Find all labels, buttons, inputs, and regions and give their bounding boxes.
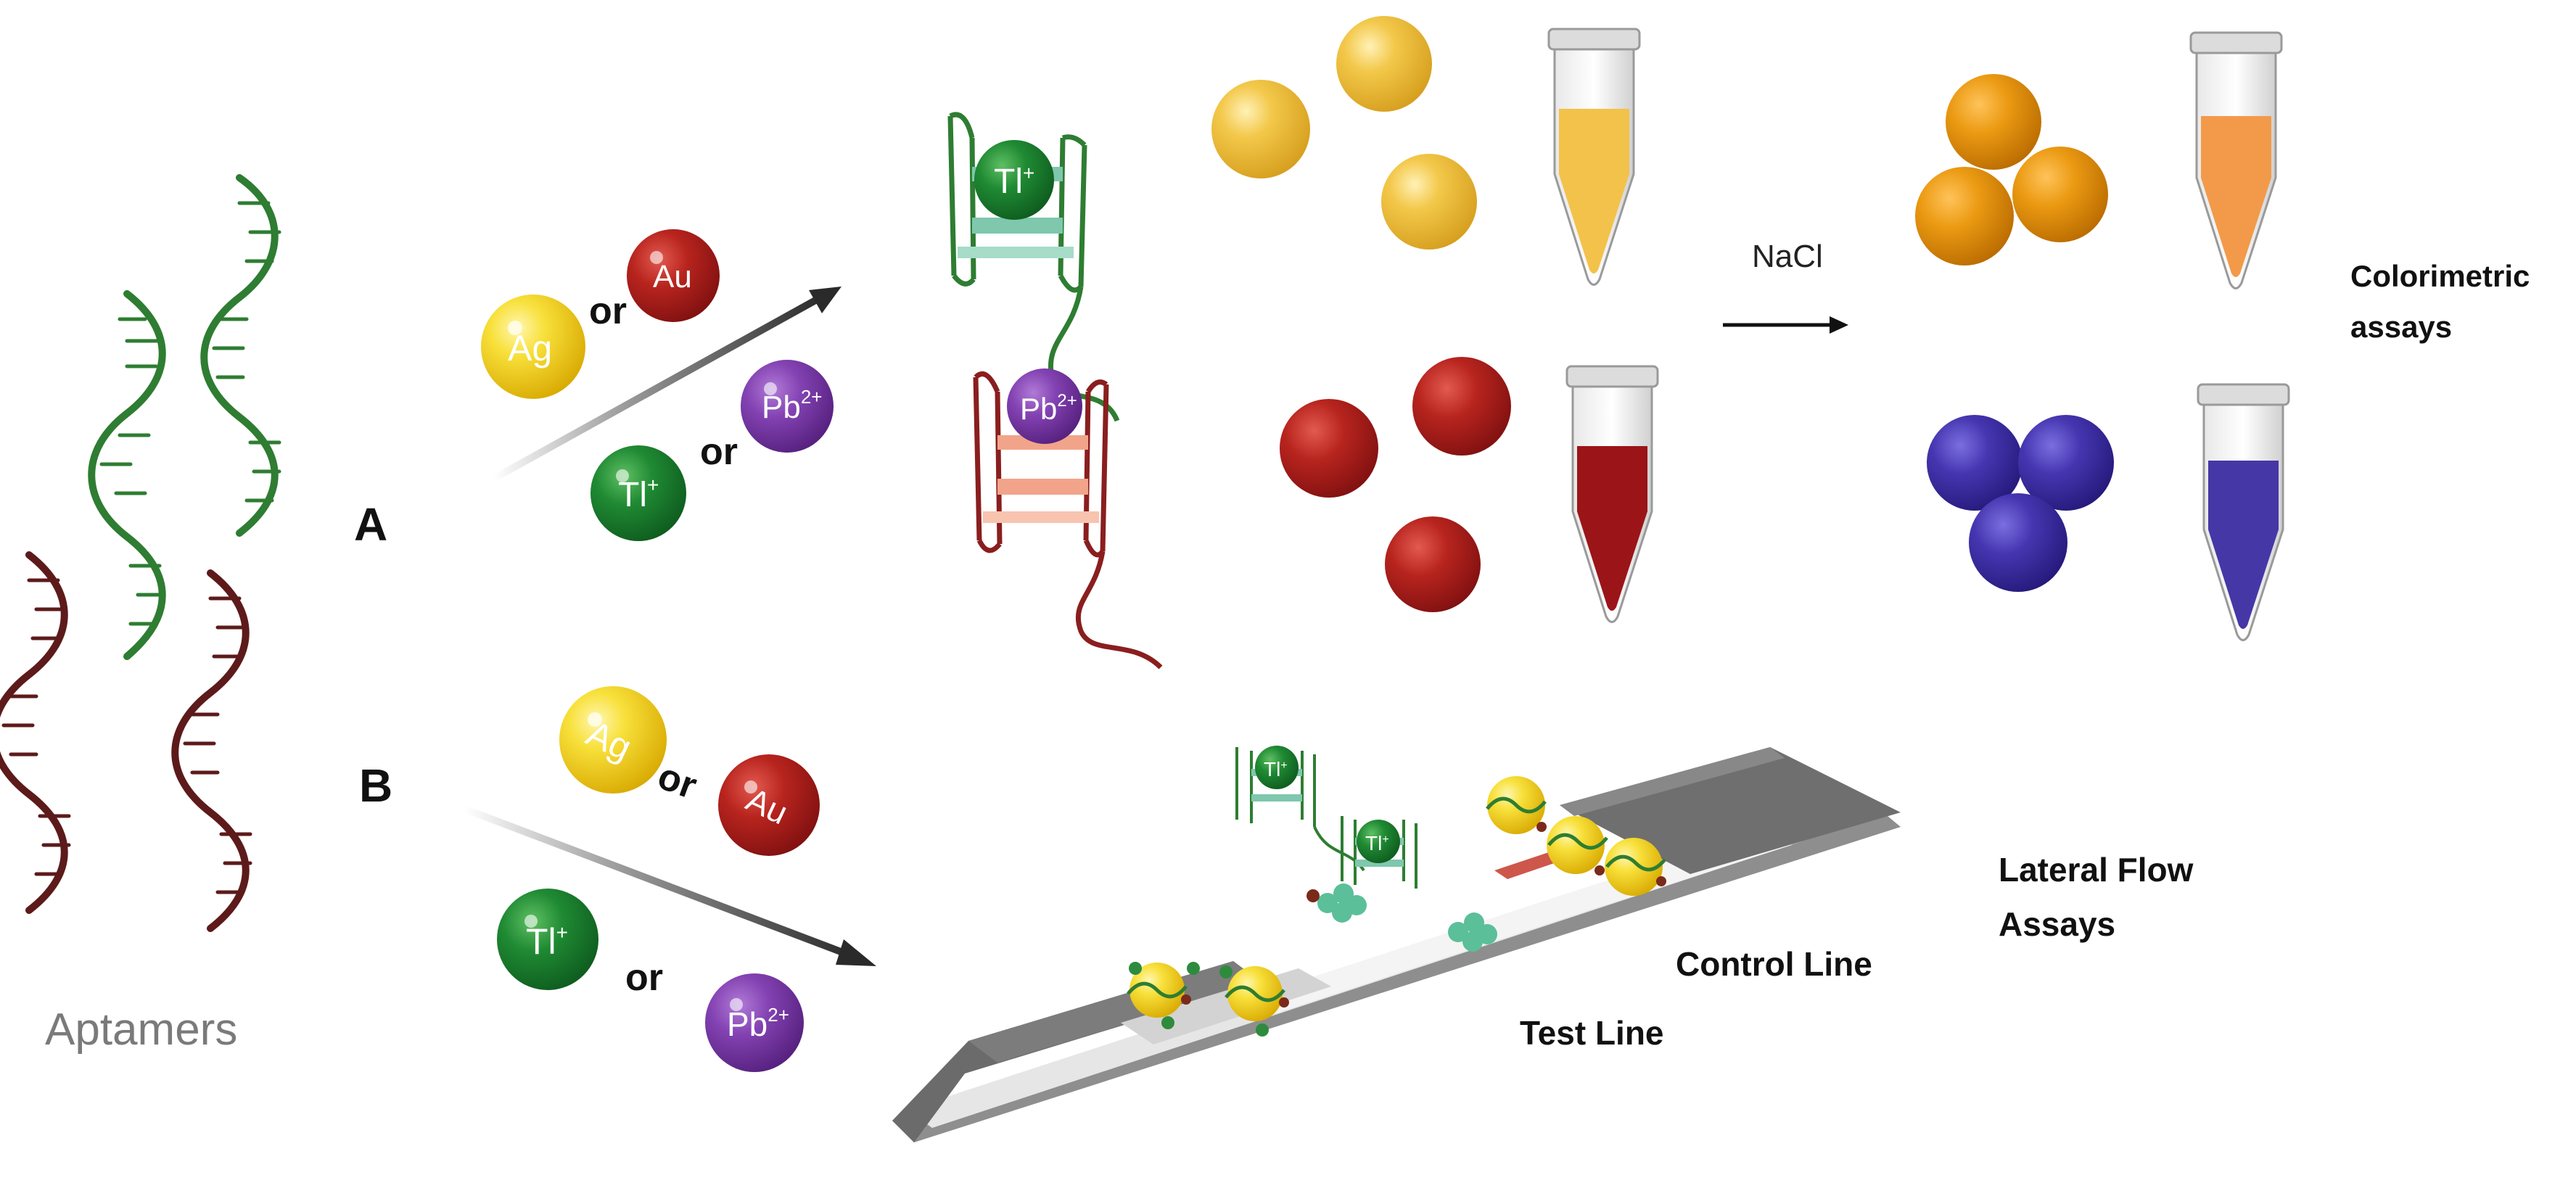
ag-particle-a: Ag	[481, 294, 585, 399]
aptamers-label: Aptamers	[45, 1005, 237, 1055]
tube-blue	[2197, 383, 2290, 641]
svg-text:Pb2+: Pb2+	[727, 1004, 789, 1043]
or-text-a1: or	[589, 290, 627, 332]
svg-text:Ag: Ag	[508, 328, 552, 368]
aggregated-blue-nps	[1927, 415, 2114, 592]
quadruplex-tl-complex: Tl+	[947, 112, 1120, 422]
aptamer-darkred-2	[171, 569, 252, 932]
dispersed-gold-nps	[1211, 16, 1477, 250]
dispersed-red-nps	[1280, 357, 1511, 612]
or-text-b2: or	[625, 957, 663, 999]
section-a-label: A	[354, 498, 387, 551]
aggregated-orange-nps	[1915, 74, 2108, 265]
control-zone-conjugates	[1486, 776, 1666, 896]
capture-probes-test	[1306, 883, 1497, 952]
arrow-b	[463, 805, 876, 966]
conjugate-pad-conjugates	[1127, 962, 1289, 1037]
strip-tl-complex-2: Tl+	[1341, 816, 1417, 889]
aptamer-green-1	[88, 290, 166, 660]
control-line-label: Control Line	[1676, 945, 1872, 983]
arrow-a	[491, 287, 841, 482]
svg-text:Pb2+: Pb2+	[762, 386, 822, 425]
aptamers-group: Aptamers	[0, 174, 281, 1055]
quadruplex-pb-complex: Pb2+	[973, 368, 1163, 669]
tl-particle-a: Tl+	[590, 445, 686, 541]
nacl-arrow	[1723, 316, 1848, 334]
svg-text:Tl+: Tl+	[994, 162, 1034, 201]
svg-text:Tl+: Tl+	[618, 474, 659, 514]
svg-text:Au: Au	[653, 259, 692, 294]
colorimetric-label-line2: assays	[2350, 310, 2452, 344]
svg-text:Tl+: Tl+	[526, 921, 568, 962]
pb-particle-b: Pb2+	[705, 973, 804, 1072]
tube-yellow	[1547, 28, 1641, 286]
test-line-label: Test Line	[1520, 1014, 1664, 1052]
lateral-flow-label-line2: Assays	[1999, 905, 2115, 943]
tube-orange	[2189, 31, 2283, 289]
svg-text:Tl+: Tl+	[1264, 758, 1288, 780]
au-particle-b: Au	[718, 754, 820, 856]
aptamer-green-2	[200, 174, 281, 537]
svg-text:Pb2+: Pb2+	[1020, 391, 1077, 426]
pb-particle-a: Pb2+	[741, 360, 834, 453]
aptamer-darkred-1	[0, 551, 71, 914]
lateral-flow-label-line1: Lateral Flow	[1999, 851, 2194, 889]
strip-tl-complex-1: Tl+	[1235, 746, 1365, 872]
au-particle-a: Au	[627, 229, 720, 322]
section-b-label: B	[359, 759, 392, 812]
colorimetric-label-line1: Colorimetric	[2350, 259, 2530, 293]
tube-red	[1565, 365, 1659, 623]
svg-text:Tl+: Tl+	[1365, 832, 1389, 854]
nacl-label: NaCl	[1752, 239, 1823, 274]
ag-particle-b: Ag	[559, 686, 667, 794]
or-text-a2: or	[700, 431, 738, 473]
tl-particle-b: Tl+	[497, 889, 598, 990]
